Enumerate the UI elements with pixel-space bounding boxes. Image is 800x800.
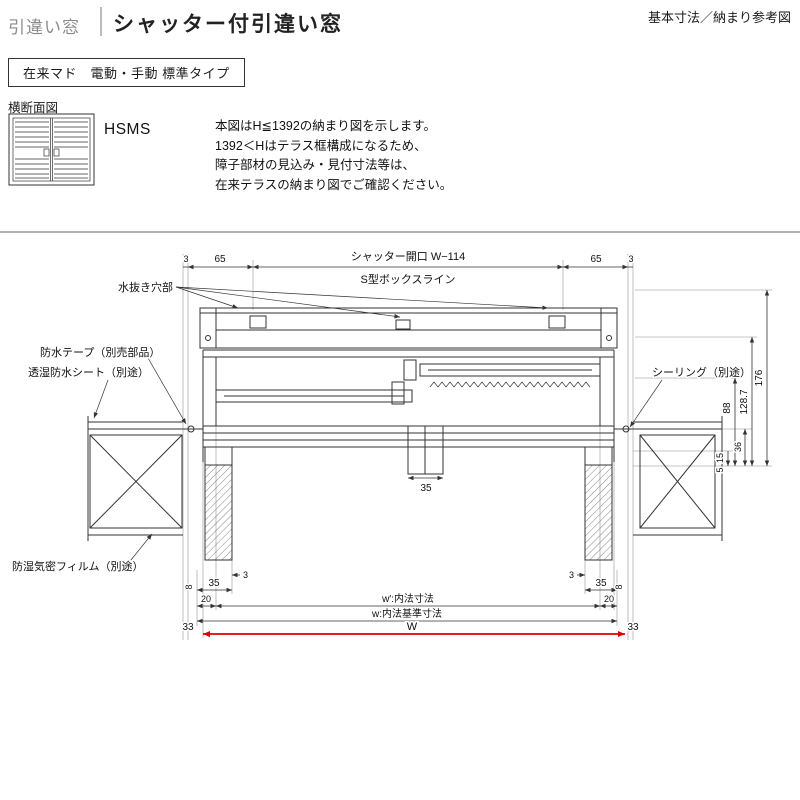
waterproof-tape-label: 防水テープ（別売部品）: [40, 345, 160, 359]
description: 本図はH≦1392の納まり図を示します。 1392＜Hはテラス框構成になるため、…: [215, 117, 452, 195]
dim-20-bottom-right: 20: [604, 594, 614, 604]
dim-176: 176: [754, 369, 765, 386]
overall-width-label: W: [407, 621, 418, 633]
dim-8-bottom-right: 8: [614, 584, 624, 589]
dim-36: 36: [733, 442, 743, 452]
description-line: 障子部材の見込み・見付寸法等は、: [215, 158, 416, 172]
extension-lines: [182, 254, 772, 640]
right-dimensions: 176 128.7 88 36 15 5: [714, 290, 770, 474]
bottom-dimensions: 3 3 35 35 8 8 20 20 w′:内法寸法 w:内法基準寸法 W 3…: [181, 569, 640, 638]
sealing-label: シーリング（別途）: [652, 365, 751, 379]
header-divider: [100, 7, 102, 36]
page-title: シャッター付引違い窓: [113, 13, 343, 36]
dim-3-bottom-right: 3: [569, 570, 574, 580]
inner-width-label: w′:内法寸法: [381, 592, 434, 605]
base-width-label: w:内法基準寸法: [371, 607, 442, 620]
callouts: 水抜き穴部 防水テープ（別売部品） 透湿防水シート（別途） シーリング（別途） …: [11, 279, 753, 575]
dim-35-bottom-right: 35: [595, 578, 607, 589]
dim-35-middle: 35: [420, 483, 432, 494]
top-dimensions: 3 65 シャッター開口 W−114 65 3 S型ボックスライン: [182, 249, 635, 288]
dim-65-top-left: 65: [214, 254, 226, 265]
dim-15: 15: [715, 453, 725, 463]
dim-8-bottom-left: 8: [184, 584, 194, 589]
breathable-sheet-label: 透湿防水シート（別途）: [28, 365, 149, 379]
drain-hole-label: 水抜き穴部: [118, 280, 173, 294]
middle-dimension: 35: [408, 475, 443, 496]
description-line: 1392＜Hはテラス框構成になるため、: [215, 138, 427, 153]
dim-128-7: 128.7: [739, 389, 750, 414]
dim-5: 5: [715, 467, 725, 472]
shutter-box: [199, 307, 618, 349]
section-title: 横断面図: [8, 101, 59, 115]
dim-3-top-left: 3: [183, 254, 188, 264]
cross-section-drawing: 3 65 シャッター開口 W−114 65 3 S型ボックスライン 水抜き穴部 …: [0, 231, 800, 640]
window-thumbnail-icon: [8, 113, 95, 186]
box-line-label: S型ボックスライン: [360, 272, 455, 286]
dim-20-bottom-left: 20: [201, 594, 211, 604]
window-frame: [183, 349, 633, 475]
window-category-label: 引違い窓: [8, 18, 80, 37]
spec-type-box: 在来マド 電動・手動 標準タイプ: [8, 58, 245, 87]
moisture-film-label: 防湿気密フィルム（別途）: [12, 559, 144, 573]
dim-33-bottom-right: 33: [627, 622, 639, 633]
corner-note: 基本寸法／納まり参考図: [647, 10, 791, 25]
shutter-opening-label: シャッター開口 W−114: [351, 250, 465, 263]
description-line: 本図はH≦1392の納まり図を示します。: [215, 119, 437, 133]
dim-33-bottom-left: 33: [182, 622, 194, 633]
insect-screen: [429, 381, 591, 388]
description-line: 在来テラスの納まり図でご確認ください。: [215, 177, 453, 192]
dim-88: 88: [722, 402, 733, 414]
dim-65-top-right: 65: [590, 254, 602, 265]
left-wall: [87, 416, 183, 541]
right-wall: [633, 416, 723, 541]
dim-3-top-right: 3: [628, 254, 633, 264]
model-code: HSMS: [104, 121, 151, 138]
dim-3-bottom-left: 3: [243, 570, 248, 580]
dim-35-bottom-left: 35: [208, 578, 220, 589]
support-columns: [204, 447, 613, 561]
